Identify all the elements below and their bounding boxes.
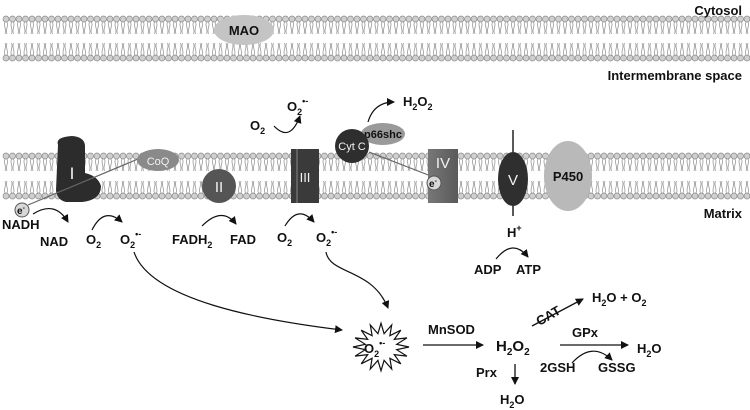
- complex-ii-label: II: [215, 179, 223, 196]
- superoxide-burst: [352, 321, 410, 373]
- outer-membrane: [2, 15, 750, 62]
- complex-ii: [202, 169, 236, 203]
- cat-arrow: [531, 298, 584, 327]
- complex-i-label: I: [70, 164, 75, 183]
- gssg-label: GSSG: [598, 360, 636, 375]
- coq-label: CoQ: [147, 156, 170, 168]
- proton-label: H+: [507, 223, 522, 240]
- nadh-label: NADH: [2, 217, 40, 232]
- gsh-to-gssg-arrow: [571, 350, 613, 364]
- electron-i-circle: [14, 202, 30, 218]
- p450-label: P450: [553, 169, 583, 184]
- p450: [544, 141, 592, 211]
- o2-to-superoxide-iii-top-arrow: [273, 115, 302, 134]
- mnsod-label: MnSOD: [428, 322, 475, 337]
- inner-membrane: [2, 152, 750, 200]
- superoxide-i-to-pool-arrow: [133, 251, 343, 334]
- cyt-c: [335, 129, 369, 163]
- cytc-to-iv-line: [368, 151, 437, 179]
- complex-v-label: V: [508, 172, 518, 189]
- complex-v: [498, 152, 528, 206]
- o2-to-superoxide-i-arrow: [91, 214, 123, 231]
- complex-iii-label: III: [300, 170, 311, 185]
- nad-label: NAD: [40, 234, 68, 249]
- p66shc-to-h2o2-arrow: [367, 98, 395, 123]
- electron-path-line: [27, 158, 139, 206]
- p66shc-label: p66shc: [364, 129, 402, 141]
- nadh-to-nad-arrow: [32, 207, 69, 223]
- h2o2-top-label: H2O2: [403, 94, 433, 112]
- superoxide-pool-label: O2•-: [364, 338, 385, 359]
- atp-label: ATP: [516, 262, 541, 277]
- o2-i-label: O2: [86, 232, 101, 250]
- mao-label: MAO: [229, 23, 259, 38]
- o2-to-superoxide-iii-bottom-arrow: [284, 213, 315, 227]
- superoxide-i-label: O2•-: [120, 229, 141, 250]
- matrix-label: Matrix: [704, 206, 743, 221]
- coq: [137, 149, 179, 171]
- p66shc: [361, 123, 405, 145]
- gpx-label: GPx: [572, 325, 599, 340]
- gsh-label: 2GSH: [540, 360, 575, 375]
- o2-iii-bottom-label: O2: [277, 230, 292, 248]
- o2-iii-top-label: O2: [250, 118, 265, 136]
- complex-i: [56, 136, 101, 202]
- fad-label: FAD: [230, 232, 256, 247]
- superoxide-iii-bottom-label: O2•-: [316, 227, 337, 248]
- cat-product-label: H2O + O2: [592, 290, 646, 308]
- complex-iii: [291, 149, 319, 203]
- complex-iv-label: IV: [436, 155, 450, 172]
- fadh2-label: FADH2: [172, 232, 212, 250]
- gpx-product-label: H2O: [637, 341, 662, 359]
- superoxide-iii-to-pool-arrow: [325, 251, 390, 309]
- adp-label: ADP: [474, 262, 502, 277]
- intermembrane-space-label: Intermembrane space: [608, 68, 742, 83]
- fadh2-to-fad-arrow: [201, 214, 237, 227]
- prx-label: Prx: [476, 365, 498, 380]
- prx-product-label: H2O: [500, 392, 525, 410]
- superoxide-iii-top-label: O2•-: [287, 96, 308, 117]
- electron-iv-circle: [426, 175, 442, 191]
- electron-iv-label: e-: [429, 178, 438, 190]
- mao-protein: [214, 15, 274, 45]
- cat-label: CAT: [533, 303, 563, 329]
- h2o2-main-label: H2O2: [496, 338, 530, 358]
- cytosol-label: Cytosol: [694, 3, 742, 18]
- adp-to-atp-arrow: [495, 247, 529, 260]
- electron-i-label: e-: [17, 205, 26, 217]
- cyt-c-label: Cyt C: [338, 141, 366, 153]
